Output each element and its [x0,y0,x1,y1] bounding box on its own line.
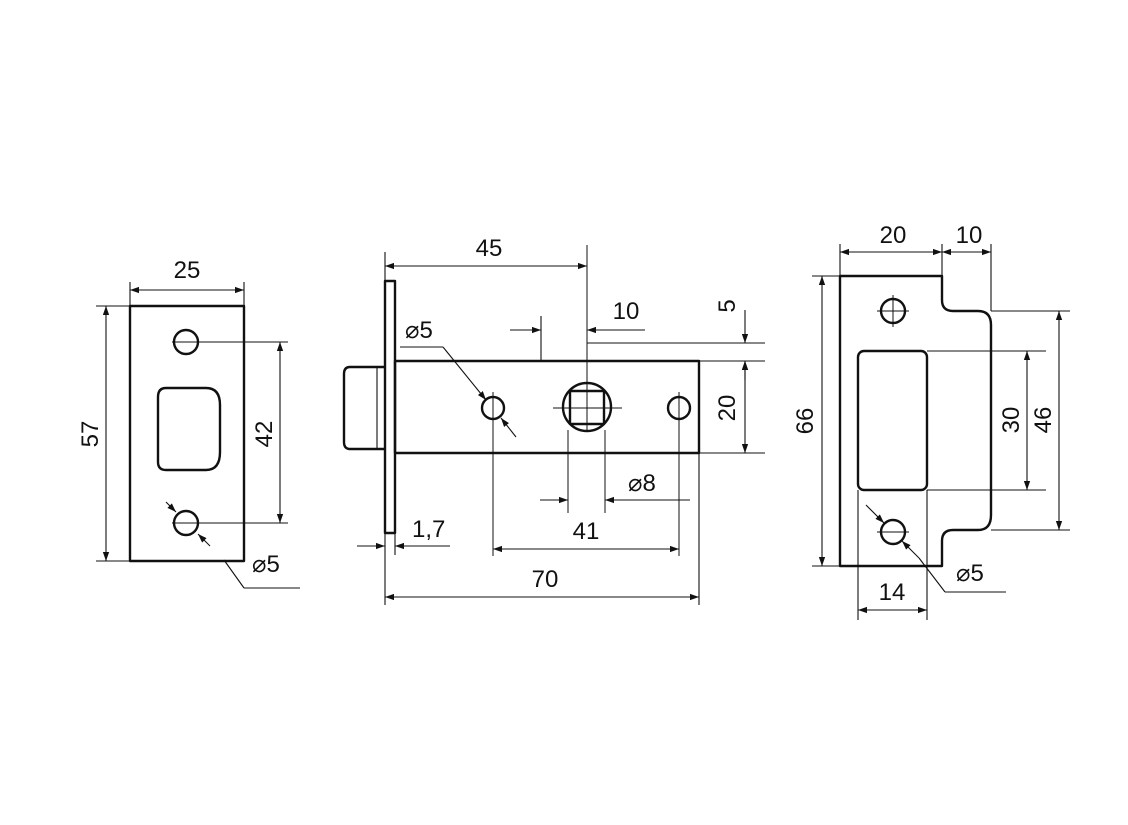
latch-offset-5-label: 5 [714,299,741,312]
strike-width-lip-label: 10 [956,222,983,249]
latch-body-case [393,359,701,455]
latch-body-height-label: 20 [714,395,741,422]
strike-hole-offset-label: 14 [879,579,906,606]
latch-body-view: 45 10 5 20 ⌀5 ⌀8 41 1,7 [342,235,765,605]
latch-faceplate-edge [383,279,397,535]
faceplate-hole-spacing-label: 42 [251,421,278,448]
latch-backset-label: 45 [476,235,503,262]
latch-hole-diameter-label: ⌀5 [405,317,433,344]
latch-total-length-label: 70 [532,566,559,593]
faceplate-view: 25 57 42 ⌀5 [77,257,300,589]
strike-opening-height-label: 30 [998,407,1025,434]
strike-plate-opening [856,349,929,492]
faceplate-height-label: 57 [77,421,104,448]
strike-height-label: 66 [792,408,819,435]
latch-plate-thickness-label: 1,7 [412,516,445,543]
latch-bolt [342,365,385,451]
latch-hole-distance-label: 41 [573,518,600,545]
strike-plate-outline [838,274,993,568]
strike-hole-diameter-label: ⌀5 [956,560,984,587]
strike-lip-height-label: 46 [1030,407,1057,434]
latch-spindle-diameter-label: ⌀8 [628,470,656,497]
faceplate-latch-opening [156,386,222,472]
strike-width-main-label: 20 [880,222,907,249]
strike-plate-view: 20 10 66 30 46 ⌀5 14 [792,222,1070,620]
faceplate-width-label: 25 [174,257,201,284]
latch-offset-10-label: 10 [613,298,640,325]
faceplate-outline [128,304,246,563]
faceplate-hole-diameter-label: ⌀5 [252,551,280,578]
